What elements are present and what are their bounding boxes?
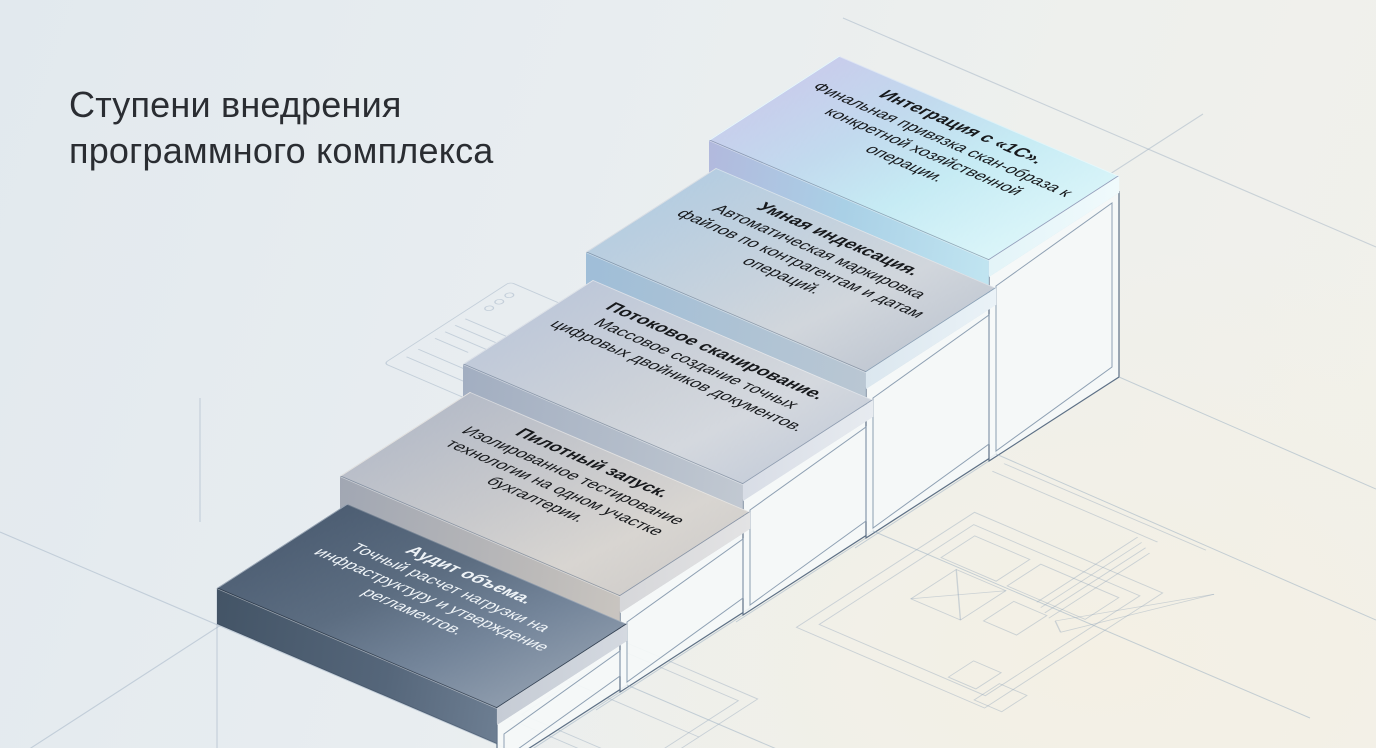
support-boxes [496,190,1120,748]
floor-edge-lines [533,376,1376,748]
page-title: Ступени внедрения программного комплекса [69,84,494,171]
floor-sketch-wireframe [795,463,1215,713]
